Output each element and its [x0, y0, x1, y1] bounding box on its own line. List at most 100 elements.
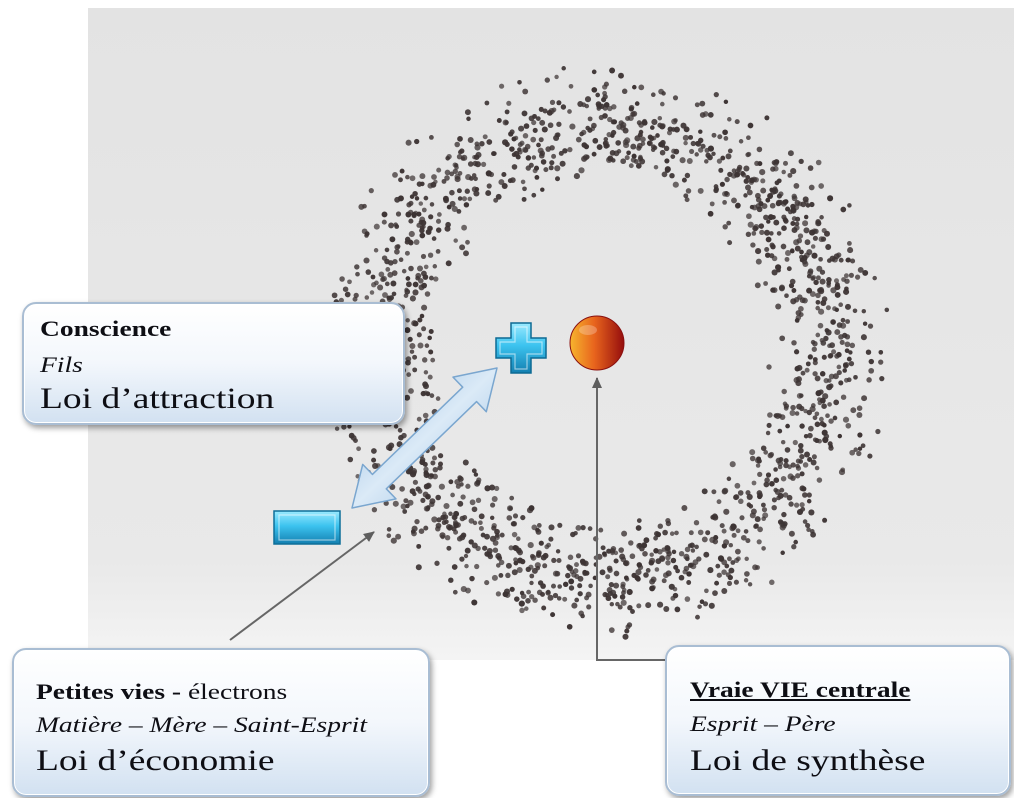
particle-dot — [669, 172, 675, 179]
particle-dot — [484, 533, 490, 540]
particle-dot — [802, 492, 808, 498]
particle-dot — [779, 487, 785, 493]
particle-dot — [838, 257, 844, 263]
particle-dot — [725, 572, 731, 578]
particle-dot — [448, 479, 454, 485]
particle-dot — [801, 486, 807, 492]
particle-dot — [823, 335, 829, 342]
particle-dot — [525, 155, 532, 161]
particle-dot — [739, 515, 745, 521]
particle-dot — [713, 535, 719, 541]
particle-dot — [763, 281, 768, 286]
particle-dot — [807, 354, 814, 360]
particle-dot — [447, 525, 453, 531]
particle-dot — [495, 193, 502, 200]
particle-dot — [708, 602, 715, 609]
particle-dot — [838, 380, 844, 386]
particle-dot — [382, 292, 388, 298]
particle-dot — [785, 423, 790, 429]
particle-dot — [556, 596, 562, 601]
particle-dot — [408, 388, 414, 394]
particle-dot — [726, 580, 733, 586]
particle-dot — [534, 174, 540, 180]
particle-dot — [815, 305, 820, 311]
particle-dot — [688, 530, 694, 536]
petites-vies-title-suffix: électrons — [187, 679, 288, 704]
particle-dot — [684, 172, 691, 179]
particle-dot — [485, 190, 492, 197]
particle-dot — [635, 525, 642, 531]
particle-dot — [531, 120, 537, 126]
particle-dot — [457, 136, 463, 142]
particle-dot — [810, 459, 817, 466]
particle-dot — [388, 222, 395, 229]
particle-dot — [698, 147, 704, 153]
particle-dot — [718, 167, 724, 173]
particle-dot — [567, 554, 574, 561]
particle-dot — [494, 528, 500, 535]
particle-dot — [805, 361, 811, 367]
particle-dot — [684, 596, 691, 602]
particle-dot — [600, 545, 606, 551]
particle-dot — [404, 250, 410, 256]
particle-dot — [547, 122, 554, 129]
particle-dot — [624, 155, 630, 161]
particle-dot — [557, 522, 563, 528]
particle-dot — [831, 349, 837, 355]
particle-dot — [832, 373, 839, 380]
particle-dot — [686, 158, 693, 164]
particle-dot — [420, 219, 427, 226]
particle-dot — [419, 457, 426, 463]
particle-dot — [418, 528, 425, 534]
particle-dot — [770, 166, 776, 172]
particle-dot — [803, 227, 810, 234]
particle-dot — [820, 300, 827, 306]
particle-dot — [585, 125, 590, 131]
particle-dot — [746, 151, 752, 157]
particle-dot — [765, 430, 771, 436]
particle-dot — [725, 153, 732, 160]
petites-vies-title: Petites vies - — [36, 679, 182, 704]
particle-dot — [454, 141, 460, 148]
particle-dot — [830, 287, 837, 294]
particle-dot — [641, 542, 648, 549]
particle-dot — [651, 585, 656, 590]
particle-dot — [757, 471, 763, 478]
particle-dot — [768, 451, 775, 457]
particle-dot — [846, 240, 852, 246]
particle-dot — [454, 173, 461, 180]
particle-dot — [577, 591, 583, 597]
particle-dot — [465, 587, 471, 594]
particle-dot — [689, 148, 695, 154]
particle-dot — [527, 542, 534, 549]
particle-dot — [582, 570, 588, 577]
particle-dot — [393, 222, 398, 227]
particle-dot — [595, 92, 601, 98]
particle-dot — [508, 545, 514, 551]
particle-dot — [848, 272, 854, 278]
particle-dot — [622, 633, 629, 640]
particle-dot — [423, 466, 429, 472]
particle-dot — [711, 132, 717, 138]
particle-dot — [839, 339, 845, 345]
petites-vies-heading: Petites vies -électrons — [36, 676, 526, 708]
particle-dot — [518, 125, 525, 132]
particle-dot — [658, 88, 664, 95]
particle-dot — [551, 153, 557, 159]
particle-dot — [713, 186, 720, 192]
particle-dot — [609, 548, 616, 554]
particle-dot — [471, 506, 478, 513]
particle-dot — [875, 428, 881, 435]
particle-dot — [755, 248, 762, 255]
particle-dot — [743, 578, 749, 583]
particle-dot — [727, 117, 732, 122]
particle-dot — [575, 136, 582, 143]
particle-dot — [354, 264, 360, 270]
particle-dot — [560, 104, 567, 110]
particle-dot — [526, 589, 532, 595]
particle-dot — [717, 134, 723, 140]
particle-dot — [432, 466, 439, 473]
particle-dot — [773, 487, 778, 493]
particle-dot — [680, 122, 687, 129]
particle-dot — [781, 511, 787, 518]
